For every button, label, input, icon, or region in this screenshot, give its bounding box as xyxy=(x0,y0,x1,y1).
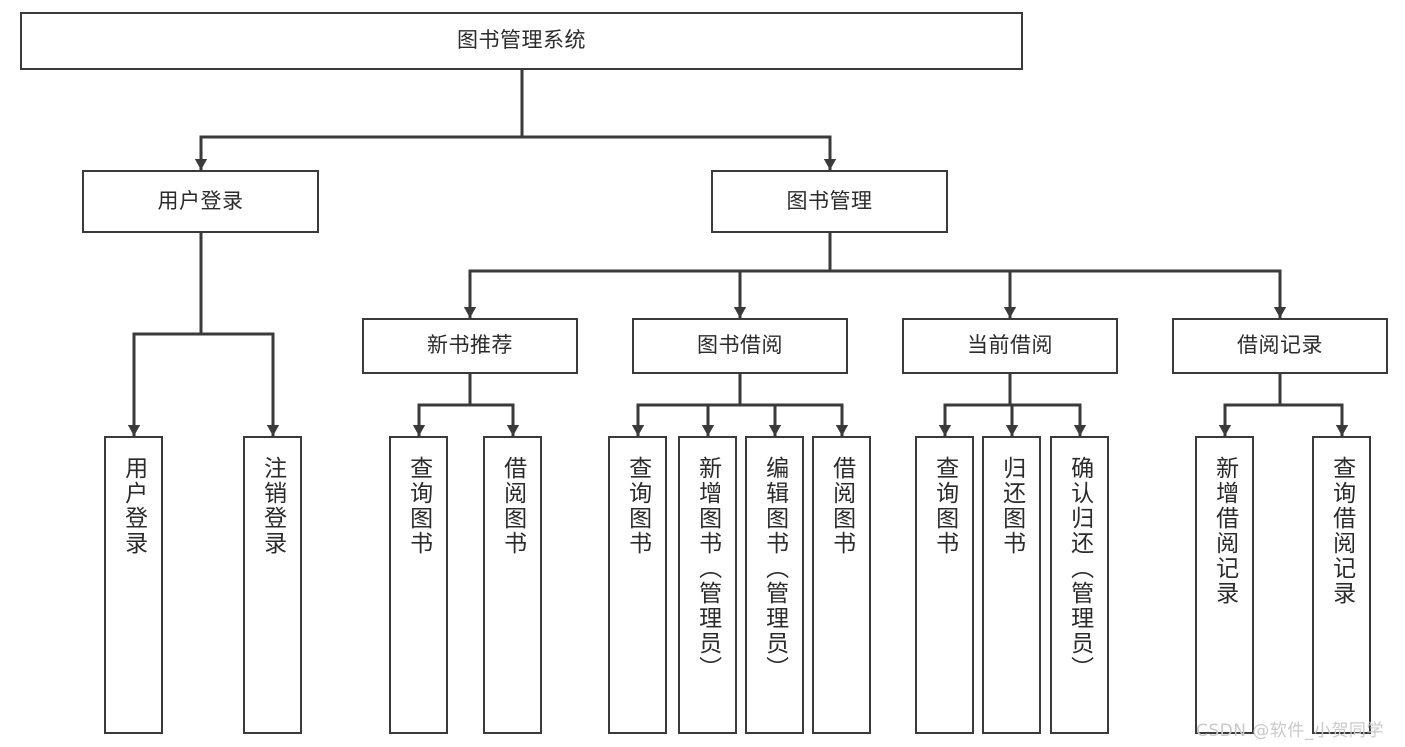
arrowhead-icon xyxy=(631,425,645,436)
node-book-manage[interactable]: 图书管理 xyxy=(711,170,948,233)
node-label-book-manage: 图书管理 xyxy=(786,188,873,213)
node-leaf-query-book-3[interactable]: 查询图书 xyxy=(915,436,974,734)
arrowhead-icon xyxy=(127,425,141,436)
arrowhead-icon xyxy=(1005,425,1019,436)
arrowhead-icon xyxy=(412,425,426,436)
node-label-leaf-return-book: 归还图书 xyxy=(998,456,1025,556)
arrowhead-icon xyxy=(733,307,747,318)
node-leaf-confirm-return[interactable]: 确认归还（管理员） xyxy=(1050,436,1109,734)
node-leaf-user-logout[interactable]: 注销登录 xyxy=(243,436,302,734)
node-label-root: 图书管理系统 xyxy=(457,28,586,53)
node-current-borrow[interactable]: 当前借阅 xyxy=(902,318,1118,374)
node-book-borrow[interactable]: 图书借阅 xyxy=(632,318,848,374)
node-label-leaf-query-book-1: 查询图书 xyxy=(405,456,432,556)
node-label-leaf-add-borrow-record: 新增借阅记录 xyxy=(1211,456,1238,606)
node-label-current-borrow: 当前借阅 xyxy=(967,333,1053,358)
arrowhead-icon xyxy=(938,425,952,436)
node-leaf-add-book[interactable]: 新增图书（管理员） xyxy=(678,436,737,734)
node-leaf-edit-book[interactable]: 编辑图书（管理员） xyxy=(745,436,804,734)
arrowhead-icon xyxy=(266,425,280,436)
node-label-leaf-user-logout: 注销登录 xyxy=(259,456,286,556)
node-leaf-return-book[interactable]: 归还图书 xyxy=(982,436,1041,734)
arrowhead-icon xyxy=(823,159,837,170)
arrowhead-icon xyxy=(1218,425,1232,436)
node-leaf-query-book-2[interactable]: 查询图书 xyxy=(608,436,667,734)
node-label-leaf-confirm-return: 确认归还（管理员） xyxy=(1066,456,1093,681)
node-label-book-borrow: 图书借阅 xyxy=(697,333,783,358)
node-leaf-borrow-book-2[interactable]: 借阅图书 xyxy=(812,436,871,734)
node-label-leaf-borrow-book-2: 借阅图书 xyxy=(828,456,855,556)
arrowhead-icon xyxy=(194,159,208,170)
node-label-leaf-query-book-3: 查询图书 xyxy=(931,456,958,556)
arrowhead-icon xyxy=(768,425,782,436)
arrowhead-icon xyxy=(835,425,849,436)
node-user-login[interactable]: 用户登录 xyxy=(82,170,319,233)
arrowhead-icon xyxy=(1273,307,1287,318)
node-leaf-query-borrow-record[interactable]: 查询借阅记录 xyxy=(1312,436,1371,734)
csdn-watermark: CSDN @软件_小贺同学 xyxy=(1196,721,1384,741)
node-label-borrow-record: 借阅记录 xyxy=(1237,333,1323,358)
arrowhead-icon xyxy=(1073,425,1087,436)
node-leaf-add-borrow-record[interactable]: 新增借阅记录 xyxy=(1195,436,1254,734)
node-label-leaf-borrow-book-1: 借阅图书 xyxy=(499,456,526,556)
arrowhead-icon xyxy=(1335,425,1349,436)
node-label-leaf-add-book: 新增图书（管理员） xyxy=(694,456,721,681)
arrowhead-icon xyxy=(1003,307,1017,318)
node-leaf-query-book-1[interactable]: 查询图书 xyxy=(389,436,448,734)
arrowhead-icon xyxy=(463,307,477,318)
node-root[interactable]: 图书管理系统 xyxy=(20,12,1023,70)
node-borrow-record[interactable]: 借阅记录 xyxy=(1172,318,1388,374)
node-label-leaf-query-book-2: 查询图书 xyxy=(624,456,651,556)
node-leaf-borrow-book-1[interactable]: 借阅图书 xyxy=(483,436,542,734)
node-leaf-user-login[interactable]: 用户登录 xyxy=(104,436,163,734)
node-label-user-login: 用户登录 xyxy=(157,188,244,213)
node-label-leaf-edit-book: 编辑图书（管理员） xyxy=(761,456,788,681)
arrowhead-icon xyxy=(701,425,715,436)
node-label-leaf-query-borrow-record: 查询借阅记录 xyxy=(1328,456,1355,606)
node-new-book-recommend[interactable]: 新书推荐 xyxy=(362,318,578,374)
node-label-leaf-user-login: 用户登录 xyxy=(120,456,147,556)
arrowhead-icon xyxy=(506,425,520,436)
node-label-new-book-recommend: 新书推荐 xyxy=(427,333,513,358)
